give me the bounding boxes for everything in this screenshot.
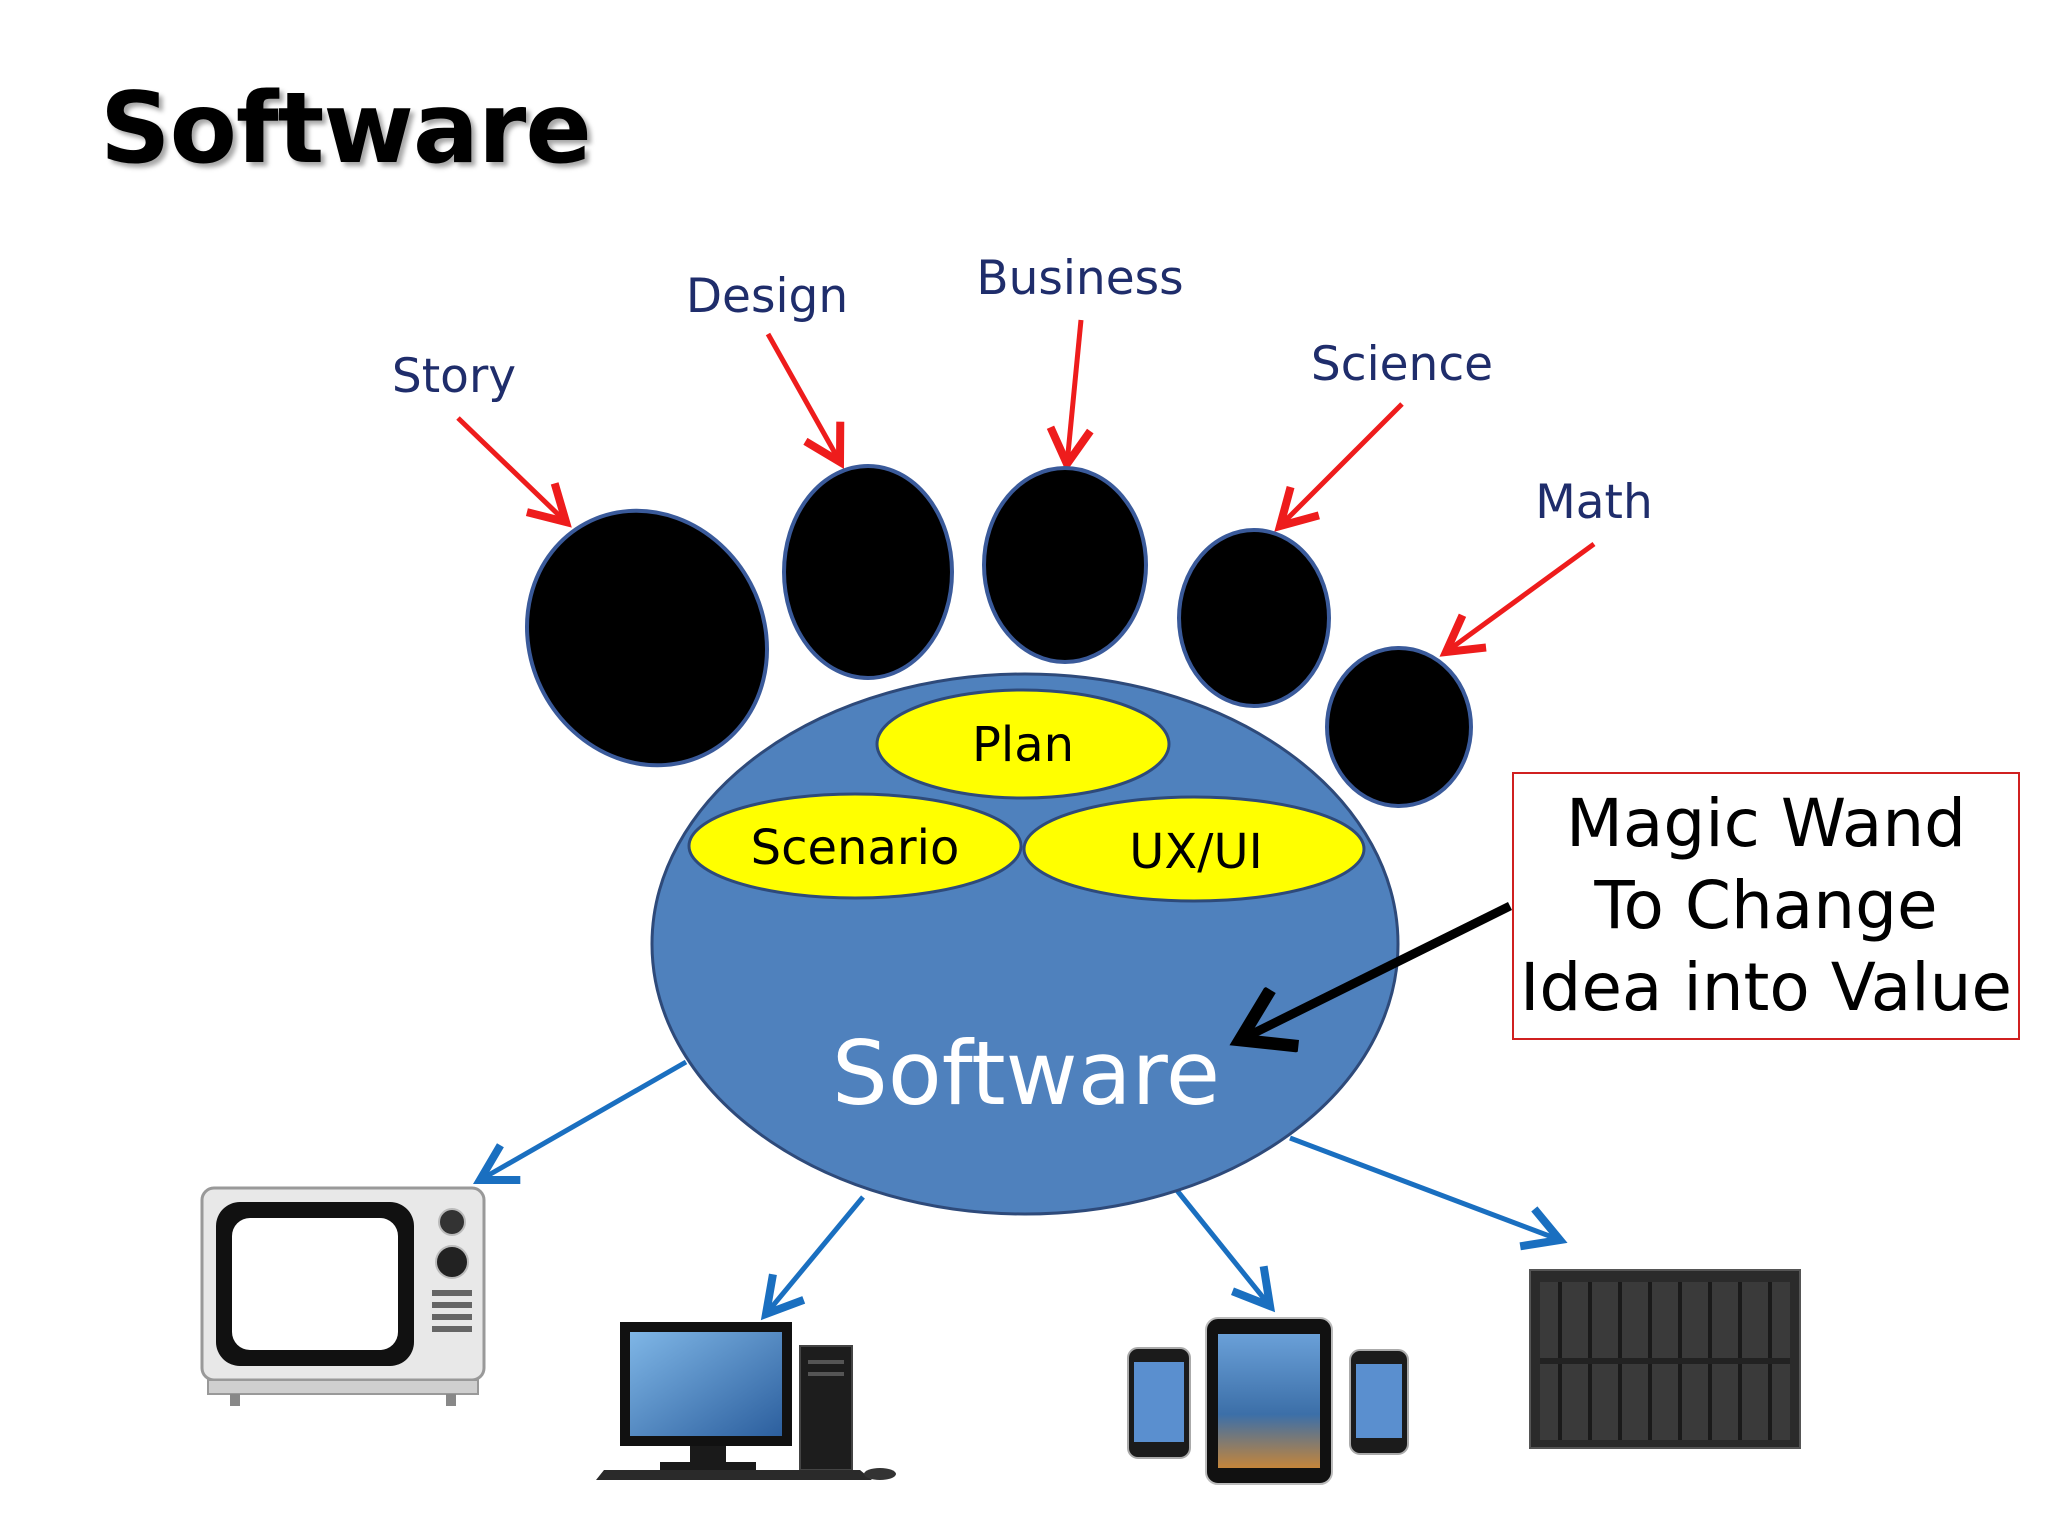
- magic-wand-callout: Magic Wand To Change Idea into Value: [1512, 772, 2020, 1040]
- pad-label-plan: Plan: [972, 717, 1074, 773]
- tv-icon: [200, 1186, 486, 1406]
- callout-line-2: To Change: [1594, 867, 1938, 944]
- input-label-math: Math: [1535, 475, 1653, 530]
- input-label-story: Story: [392, 349, 516, 404]
- toe-science: [1177, 528, 1331, 708]
- desktop-computer-icon: [596, 1322, 896, 1480]
- mobile-devices-icon: [1127, 1317, 1409, 1485]
- pad-plan: [875, 688, 1171, 800]
- arrow-science: [1274, 402, 1404, 532]
- callout-line-1: Magic Wand: [1565, 785, 1967, 862]
- input-label-business: Business: [976, 251, 1183, 306]
- arrow-to-mobile: [1173, 1186, 1276, 1313]
- arrow-business: [1046, 319, 1094, 473]
- input-label-design: Design: [686, 269, 848, 324]
- slide-title: Software: [100, 72, 592, 186]
- arrow-story: [456, 416, 572, 528]
- input-label-science: Science: [1311, 337, 1493, 392]
- pad-label-uxui: UX/UI: [1129, 824, 1262, 880]
- toe-math: [1325, 646, 1473, 808]
- arrow-design: [765, 332, 845, 470]
- arrow-math: [1439, 541, 1596, 657]
- pad-uxui: [1022, 795, 1366, 903]
- toe-design: [782, 464, 954, 680]
- pad-scenario: [687, 792, 1023, 900]
- magic-wand-arrow: [1240, 901, 1513, 1040]
- toe-business: [982, 466, 1148, 664]
- arrow-to-tv: [473, 1059, 688, 1185]
- arrow-to-desktop: [760, 1195, 865, 1321]
- toe-story: [525, 508, 769, 768]
- arrow-to-server: [1289, 1135, 1568, 1251]
- pad-label-scenario: Scenario: [751, 820, 960, 876]
- core-label: Software: [832, 1022, 1220, 1125]
- callout-line-3: Idea into Value: [1519, 949, 2013, 1026]
- server-rack-icon: [1529, 1269, 1801, 1449]
